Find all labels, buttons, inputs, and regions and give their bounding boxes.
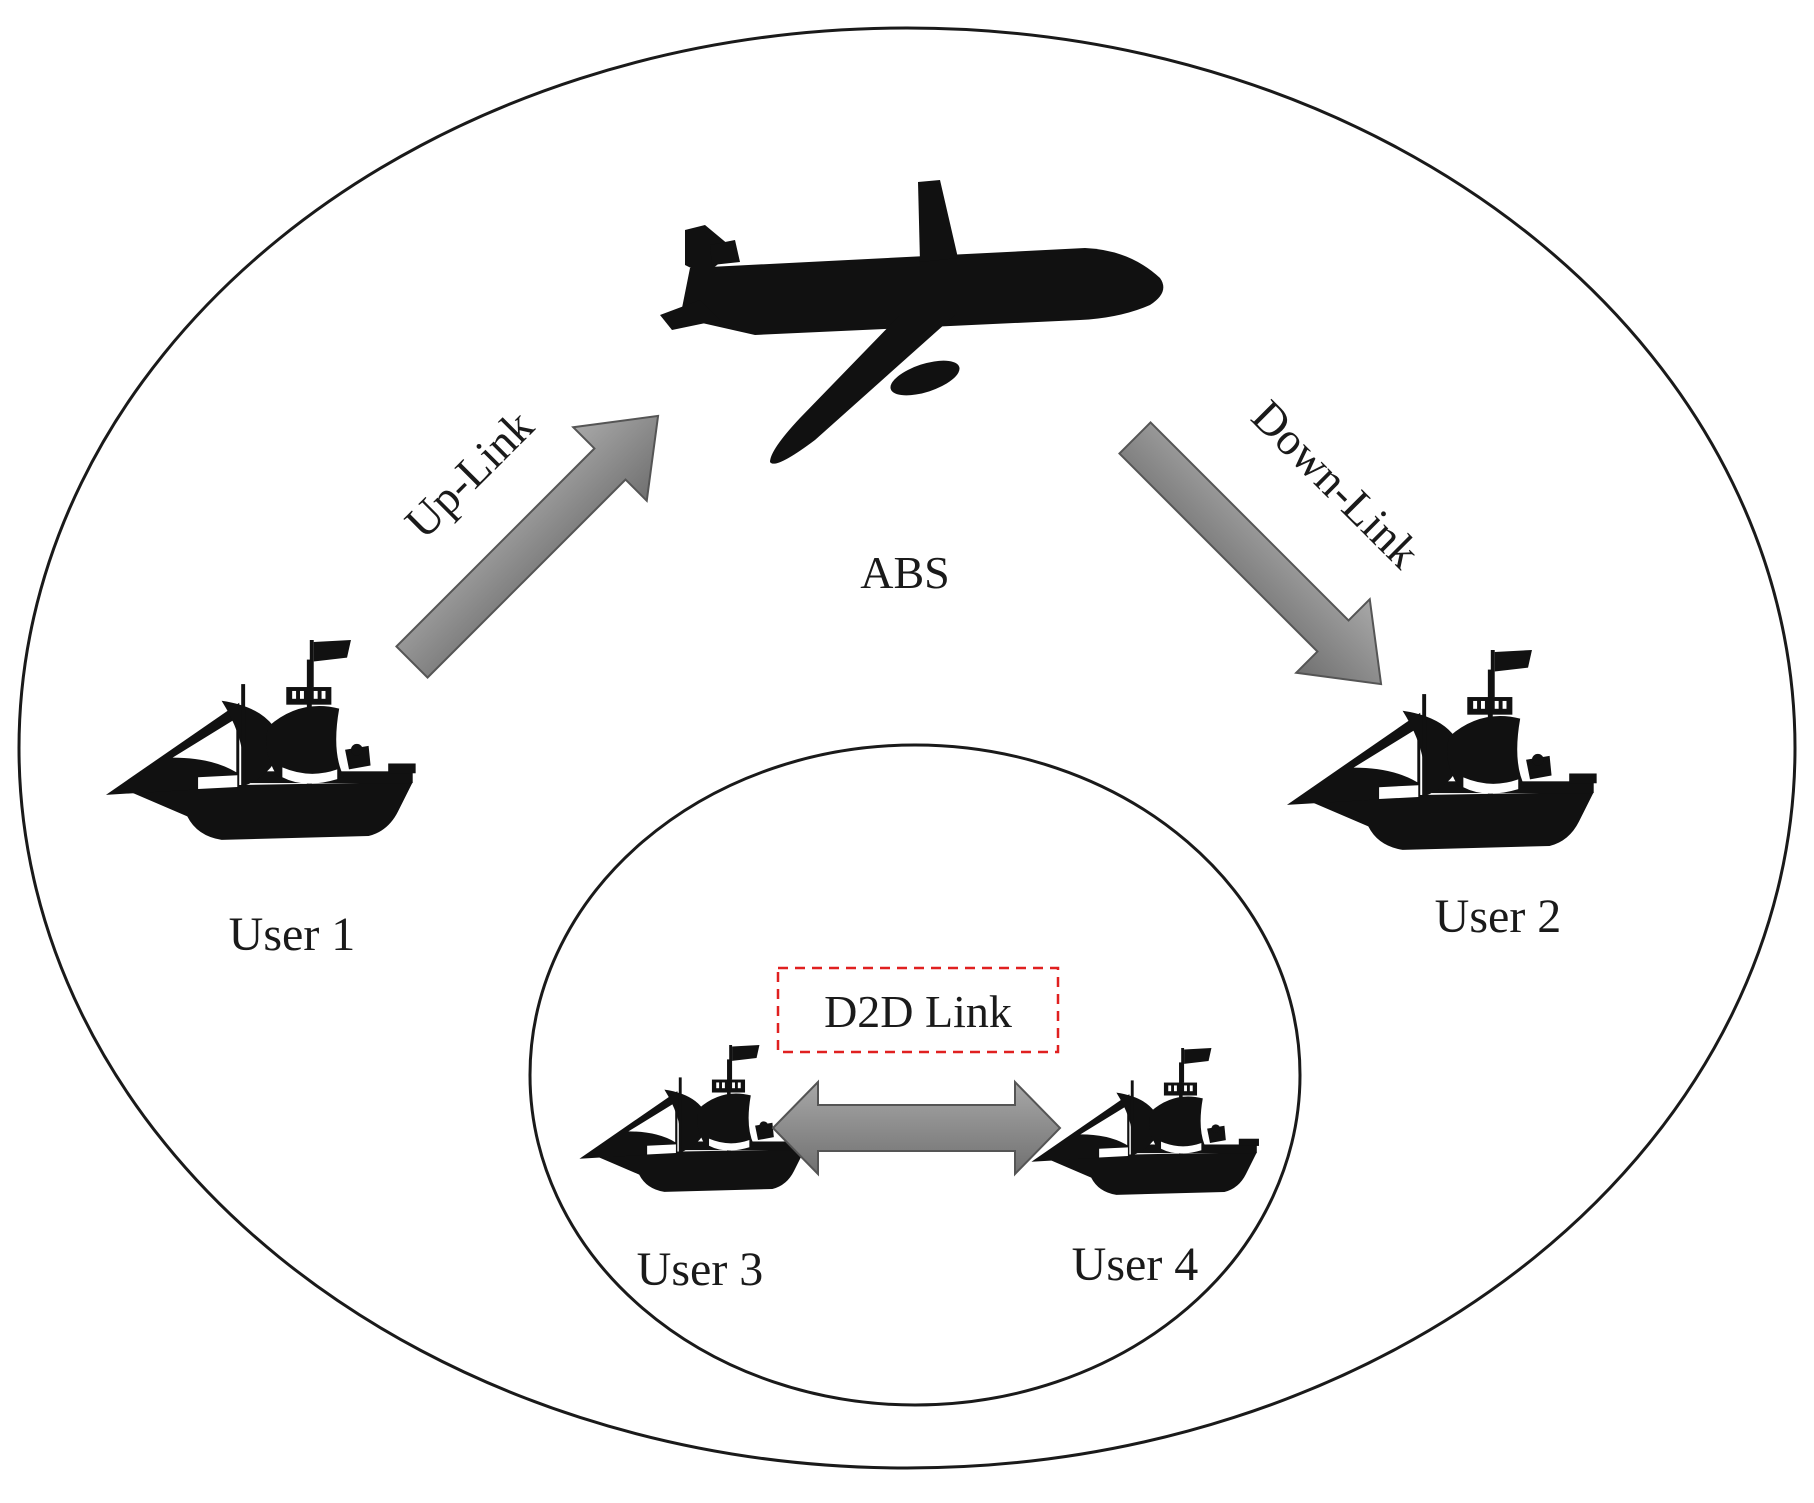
user4-label: User 4 <box>1072 1238 1199 1291</box>
user1-ship <box>105 640 416 840</box>
downlink-arrow <box>1118 421 1383 686</box>
user4-ship <box>1031 1048 1259 1195</box>
user3-label: User 3 <box>637 1243 764 1296</box>
d2d-label: D2D Link <box>824 986 1012 1037</box>
sailing-ship-icon <box>579 1045 807 1192</box>
user3-ship <box>579 1045 807 1192</box>
coverage-area-outer <box>17 26 1797 1470</box>
d2d-cluster-area <box>528 743 1302 1407</box>
sailing-ship-icon <box>1031 1048 1259 1195</box>
user1-label: User 1 <box>229 908 356 961</box>
user2-ship <box>1286 650 1597 850</box>
sailing-ship-icon <box>105 640 416 840</box>
uplink-arrow <box>395 414 660 679</box>
abs-label: ABS <box>860 547 949 598</box>
airplane-icon <box>660 180 1164 464</box>
d2d-label-box <box>776 966 1060 1054</box>
user2-label: User 2 <box>1435 890 1562 943</box>
sailing-ship-icon <box>1286 650 1597 850</box>
d2d-double-arrow <box>771 1079 1062 1177</box>
